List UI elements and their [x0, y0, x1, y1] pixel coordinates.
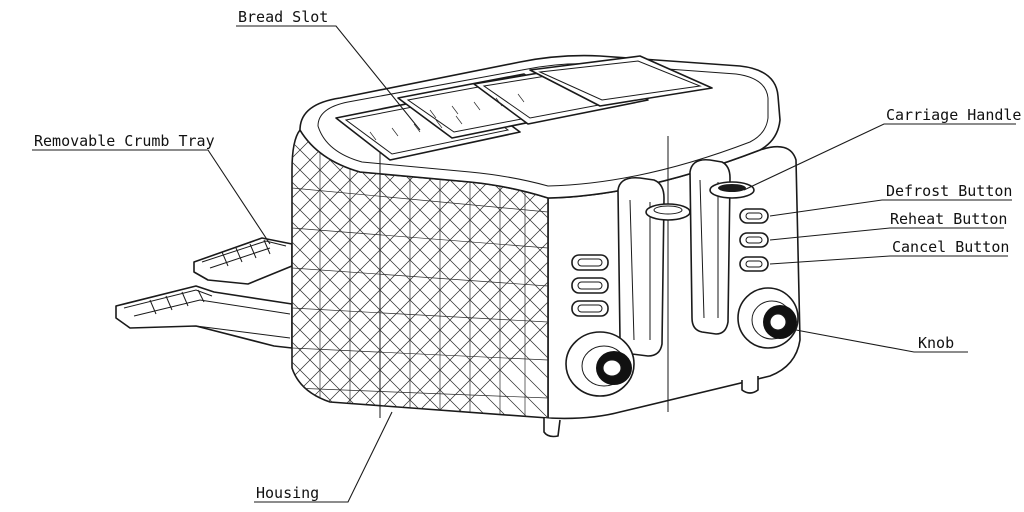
leader-carriage-handle: [743, 123, 1016, 191]
crumb-tray-upper: [193, 237, 293, 285]
carriage-handle-right: [709, 181, 755, 199]
carriage-slots: [617, 158, 731, 357]
left-buttons: [571, 254, 609, 317]
bread-slots: [335, 55, 713, 161]
label-cancel-button: Cancel Button: [892, 238, 1009, 256]
label-housing: Housing: [256, 484, 319, 502]
knob-right: [737, 287, 799, 349]
leader-cancel: [769, 255, 1008, 265]
leader-housing: [254, 411, 393, 503]
housing-pattern: [292, 130, 548, 418]
leader-crumb-tray: [32, 149, 271, 245]
leader-reheat: [769, 227, 1004, 241]
label-removable-crumb-tray: Removable Crumb Tray: [34, 132, 215, 150]
label-defrost-button: Defrost Button: [886, 182, 1012, 200]
leader-bread-slot: [236, 25, 421, 131]
leader-defrost: [769, 199, 1012, 217]
label-bread-slot: Bread Slot: [238, 8, 328, 26]
carriage-handle-left: [645, 203, 691, 221]
label-knob: Knob: [918, 334, 954, 352]
crumb-tray-lower: [115, 285, 293, 349]
leader-knob: [795, 329, 968, 353]
callout-lines: [32, 25, 1016, 503]
label-reheat-button: Reheat Button: [890, 210, 1007, 228]
label-carriage-handle: Carriage Handle: [886, 106, 1021, 124]
knob-left: [565, 331, 635, 397]
right-buttons: [739, 208, 769, 272]
